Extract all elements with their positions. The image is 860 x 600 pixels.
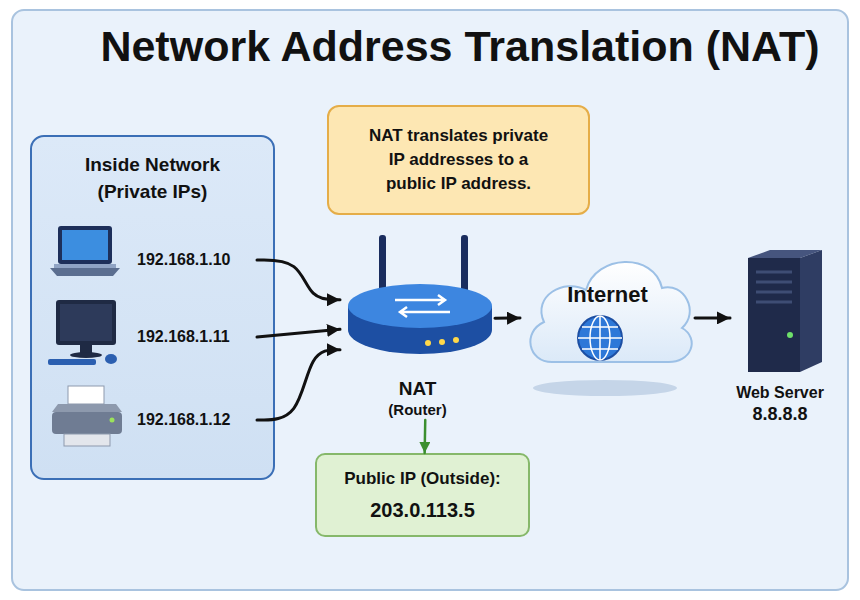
laptop-screen-frame — [58, 226, 112, 264]
server-side — [800, 250, 822, 372]
cloud-shape — [530, 262, 691, 362]
device-node: 192.168.1.10 — [47, 230, 257, 290]
node-text: 192.168.1.10 — [47, 250, 230, 270]
device-node: 192.168.1.12 — [47, 390, 257, 450]
mouse — [105, 354, 117, 364]
globe-icon — [578, 316, 622, 360]
printer-top — [52, 404, 122, 412]
router-led — [439, 339, 445, 345]
monitor-frame — [56, 300, 116, 345]
node-text: Inside Network (Private IPs) — [63, 151, 243, 205]
node-text: NAT translates private IP addresses to a… — [364, 124, 554, 196]
desktop-icon — [48, 300, 117, 365]
printer-icon — [52, 386, 122, 446]
router-led — [453, 337, 459, 343]
node-text: Internet — [567, 282, 648, 308]
printer-body — [52, 412, 122, 434]
connector-arrow — [423, 420, 426, 453]
router-body-top — [348, 284, 492, 328]
laptop-hinge — [54, 264, 116, 268]
diagram-title: Network Address Translation (NAT) — [60, 20, 860, 72]
router-antenna — [461, 235, 468, 305]
connector-arrow — [257, 260, 340, 300]
router-body-side — [348, 306, 492, 330]
server-top — [748, 250, 822, 258]
laptop-base — [50, 268, 120, 276]
node-text: Web Server — [736, 382, 824, 403]
cloud-shadow — [533, 380, 677, 396]
router-arrows — [395, 295, 450, 317]
network-group-box: Inside Network (Private IPs) 192.168.1.10… — [30, 135, 275, 480]
server-slots — [756, 272, 792, 302]
connector-arrow — [257, 329, 340, 337]
laptop-icon — [50, 226, 120, 276]
cloud-node: Internet — [520, 240, 695, 370]
device-node: 192.168.1.11 — [47, 307, 257, 367]
server-front — [748, 258, 800, 372]
node-text: Public IP (Outside): — [344, 468, 500, 490]
node-text: 192.168.1.12 — [47, 410, 230, 430]
background-panel — [12, 10, 848, 590]
printer-light — [110, 418, 115, 423]
connector-arrow — [695, 316, 730, 319]
globe-grid — [578, 316, 622, 360]
connector-arrow — [495, 317, 520, 320]
node-text: NAT — [399, 378, 437, 400]
node-subtext: (Router) — [388, 400, 446, 420]
callout-box: NAT translates private IP addresses to a… — [327, 105, 590, 215]
laptop-screen — [62, 230, 108, 260]
monitor-stand — [80, 345, 92, 353]
globe-body — [578, 316, 622, 360]
globe-meridian — [590, 316, 610, 360]
monitor-screen — [60, 304, 112, 341]
server-node: Web Server8.8.8.8 — [730, 245, 830, 425]
server-icon — [748, 250, 822, 372]
monitor-base — [70, 352, 102, 358]
router-body-lower — [348, 306, 492, 354]
node-text: 192.168.1.11 — [47, 327, 230, 347]
connector-arrow — [257, 350, 340, 420]
printer-paper-out — [64, 434, 110, 446]
router-node: NAT(Router) — [340, 235, 495, 420]
keyboard — [48, 359, 96, 365]
public-ip-box: Public IP (Outside): 203.0.113.5 — [315, 453, 530, 537]
router-antenna — [379, 235, 386, 305]
node-subtext: 203.0.113.5 — [370, 498, 475, 522]
router-icon — [348, 235, 492, 354]
printer-paper-in — [68, 386, 104, 404]
server-light — [787, 332, 793, 338]
router-led — [425, 340, 431, 346]
node-subtext: 8.8.8.8 — [752, 403, 807, 425]
